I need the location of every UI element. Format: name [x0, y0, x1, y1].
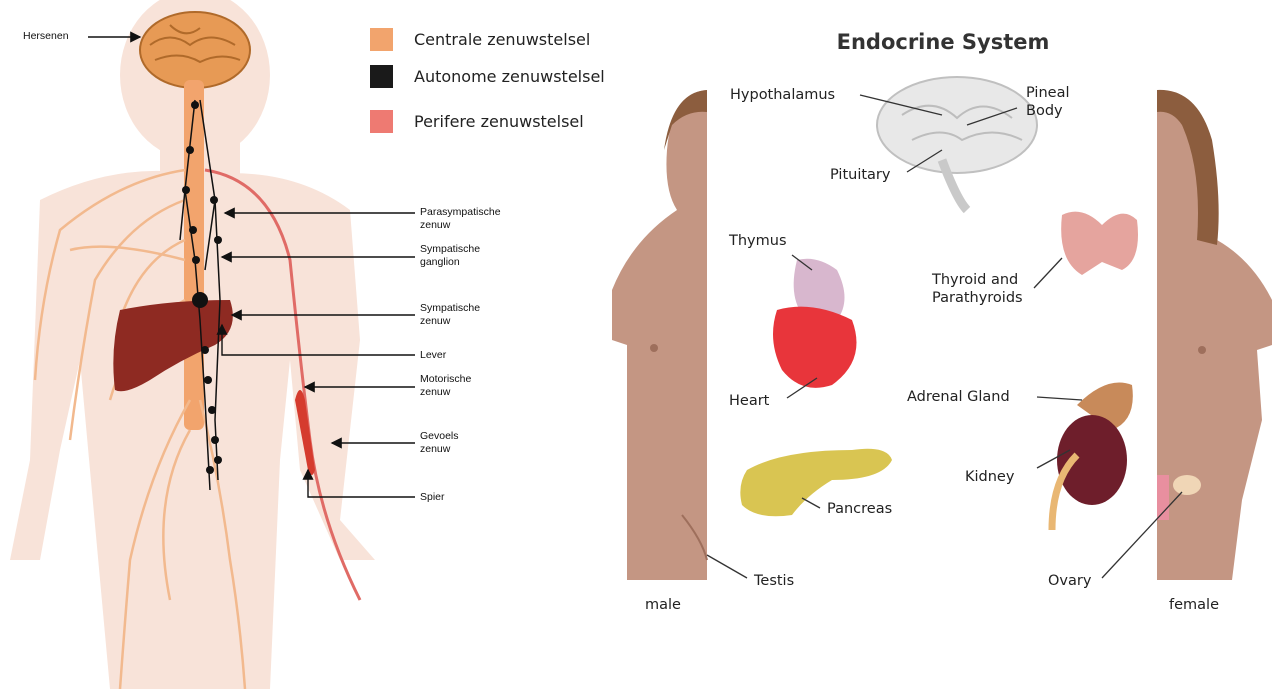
label-kidney: Kidney: [965, 468, 1014, 486]
nervous-system-illustration: [0, 0, 612, 689]
label-female: female: [1169, 596, 1219, 614]
label-pineal-body: Pineal Body: [1026, 84, 1069, 120]
label-thymus: Thymus: [729, 232, 787, 250]
endocrine-system-diagram: Endocrine System Hypothalamus Pineal Bod…: [612, 0, 1274, 689]
label-motorische-line1: Motorische: [420, 373, 471, 386]
thyroid-icon: [1061, 212, 1138, 275]
label-sympatische-zenuw-line1: Sympatische: [420, 302, 480, 315]
legend-label-central: Centrale zenuwstelsel: [414, 30, 590, 49]
label-pituitary: Pituitary: [830, 166, 890, 184]
label-thyroid-line2: Parathyroids: [932, 289, 1023, 307]
label-ovary: Ovary: [1048, 572, 1091, 590]
label-sympatische-ganglion-line1: Sympatische: [420, 243, 480, 256]
label-pineal-line2: Body: [1026, 102, 1069, 120]
label-gevoels-line2: zenuw: [420, 443, 459, 456]
label-testis: Testis: [754, 572, 794, 590]
label-hypothalamus: Hypothalamus: [730, 86, 835, 104]
label-male: male: [645, 596, 681, 614]
legend-label-peripheral: Perifere zenuwstelsel: [414, 112, 584, 131]
label-thyroid: Thyroid and Parathyroids: [932, 271, 1023, 307]
endocrine-illustration: [612, 0, 1274, 689]
legend-swatch-peripheral: [370, 110, 393, 133]
label-pancreas: Pancreas: [827, 500, 892, 518]
nervous-system-diagram: Hersenen Centrale zenuwstelsel Autonome …: [0, 0, 612, 689]
legend-item-autonomic: Autonome zenuwstelsel: [370, 63, 605, 89]
label-motorische-line2: zenuw: [420, 386, 471, 399]
label-adrenal-gland: Adrenal Gland: [907, 388, 1010, 406]
label-parasympatische: Parasympatische zenuw: [420, 206, 501, 232]
label-sympatische-ganglion-line2: ganglion: [420, 256, 480, 269]
label-parasympatische-line1: Parasympatische: [420, 206, 501, 219]
legend-swatch-autonomic: [370, 65, 393, 88]
label-motorische: Motorische zenuw: [420, 373, 471, 399]
page-title: Endocrine System: [612, 30, 1274, 54]
label-sympatische-zenuw: Sympatische zenuw: [420, 302, 480, 328]
legend-swatch-central: [370, 28, 393, 51]
label-gevoels-line1: Gevoels: [420, 430, 459, 443]
female-half-body: [1157, 90, 1272, 580]
male-half-body: [612, 90, 707, 580]
label-lever: Lever: [420, 349, 446, 362]
ovary-icon: [1173, 475, 1201, 495]
label-pineal-line1: Pineal: [1026, 84, 1069, 102]
label-gevoels: Gevoels zenuw: [420, 430, 459, 456]
label-thyroid-line1: Thyroid and: [932, 271, 1023, 289]
label-sympatische-ganglion: Sympatische ganglion: [420, 243, 480, 269]
legend-item-peripheral: Perifere zenuwstelsel: [370, 108, 584, 134]
label-sympatische-zenuw-line2: zenuw: [420, 315, 480, 328]
legend-item-central: Centrale zenuwstelsel: [370, 26, 590, 52]
label-parasympatische-line2: zenuw: [420, 219, 501, 232]
label-heart: Heart: [729, 392, 769, 410]
kidney-icon: [1052, 415, 1127, 530]
heart-icon: [773, 259, 857, 388]
brain-icon: [140, 12, 250, 88]
legend-label-autonomic: Autonome zenuwstelsel: [414, 67, 605, 86]
label-spier: Spier: [420, 491, 445, 504]
label-hersenen: Hersenen: [23, 30, 69, 43]
brain-icon: [877, 77, 1037, 210]
